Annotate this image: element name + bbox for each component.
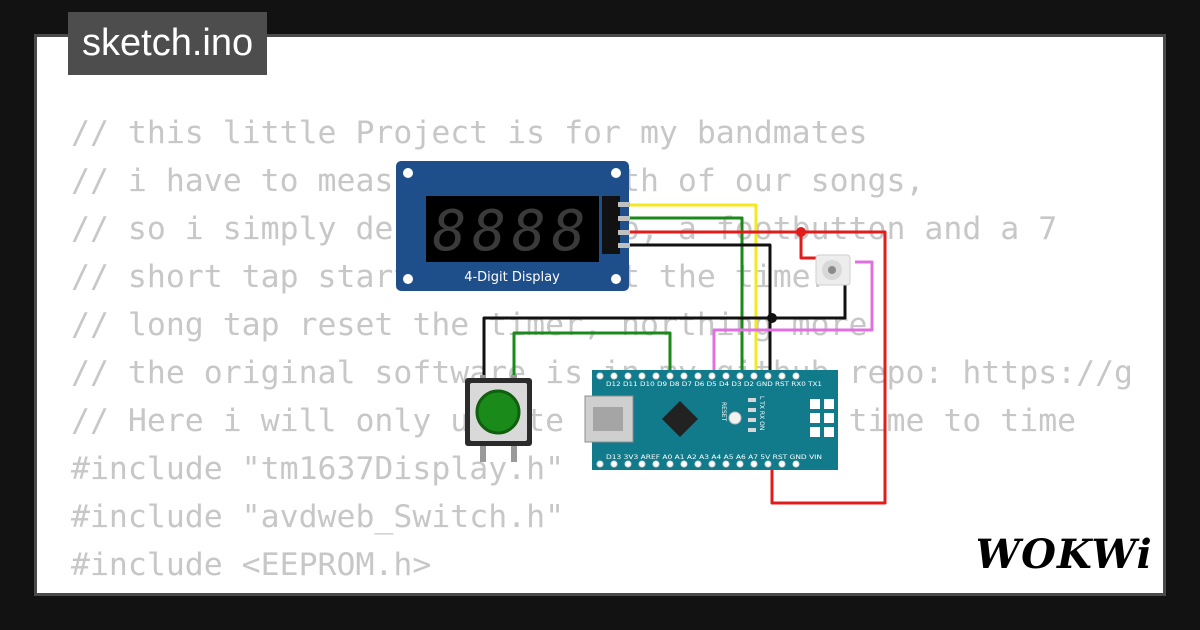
display-mount-hole [611, 168, 621, 178]
seven-segment-display[interactable]: 8888 4-Digit Display [396, 161, 630, 291]
nano-pin[interactable] [596, 460, 604, 468]
code-line: #include "avdweb_Switch.h" [71, 499, 565, 535]
nano-pin[interactable] [736, 372, 744, 380]
display-header [602, 196, 620, 254]
icsp-pin [810, 427, 820, 437]
nano-pin[interactable] [610, 372, 618, 380]
nano-pin[interactable] [666, 460, 674, 468]
nano-pin[interactable] [722, 460, 730, 468]
nano-pin[interactable] [764, 460, 772, 468]
nano-pin[interactable] [764, 372, 772, 380]
display-digits: 8888 [433, 199, 592, 264]
nano-led [748, 408, 756, 412]
nano-pin[interactable] [736, 460, 744, 468]
nano-pin[interactable] [652, 372, 660, 380]
wire-junction-black [767, 313, 777, 323]
icsp-pin [824, 413, 834, 423]
display-mount-hole [403, 168, 413, 178]
wire-black-display[interactable] [628, 243, 772, 380]
nano-pin[interactable] [652, 460, 660, 468]
wire-yellow[interactable] [628, 203, 758, 380]
nano-reset-label: RESET [720, 402, 727, 422]
wire-black-led[interactable] [482, 275, 847, 380]
nano-led [748, 428, 756, 432]
nano-pin[interactable] [680, 460, 688, 468]
nano-pin[interactable] [638, 460, 646, 468]
preview-card: // this little Project is for my bandmat… [34, 34, 1166, 596]
arduino-nano[interactable]: D12 D11 D10 D9 D8 D7 D6 D5 D4 D3 D2 GND … [584, 370, 838, 470]
nano-led [748, 418, 756, 422]
nano-pin[interactable] [750, 460, 758, 468]
wire-green-display[interactable] [628, 216, 744, 380]
nano-pin[interactable] [680, 372, 688, 380]
display-pin[interactable] [618, 230, 630, 235]
code-line: #include "tm1637Display.h" [71, 451, 565, 487]
nano-pin[interactable] [778, 460, 786, 468]
push-button[interactable] [465, 375, 532, 462]
code-line: #include <Adafruit_NeoPixel.h> [71, 589, 1135, 593]
wokwi-logo: WOKWi [978, 531, 1150, 578]
display-screen [426, 196, 599, 262]
nano-bottom-pin-labels: D13 3V3 AREF A0 A1 A2 A3 A4 A5 A6 A7 5V … [606, 454, 822, 461]
button-lead [480, 442, 486, 462]
nano-top-pin-labels: D12 D11 D10 D9 D8 D7 D6 D5 D4 D3 D2 GND … [606, 381, 822, 388]
button-cap[interactable] [475, 389, 521, 435]
wire-red-led[interactable] [799, 232, 818, 260]
icsp-pin [824, 399, 834, 409]
icsp-pin [810, 399, 820, 409]
neopixel-led[interactable] [815, 254, 851, 286]
nano-pin[interactable] [666, 372, 674, 380]
icsp-pin [824, 427, 834, 437]
nano-reset-button[interactable] [728, 411, 742, 425]
nano-chip [662, 401, 698, 437]
nano-pin[interactable] [624, 460, 632, 468]
nano-usb-socket [593, 407, 623, 431]
code-line: // this little Project is for my bandmat… [71, 115, 868, 151]
wire-green-button[interactable] [512, 331, 672, 380]
nano-pin[interactable] [792, 372, 800, 380]
code-line: // long tap reset the timer, northing mo… [71, 307, 868, 343]
nano-icsp-header [810, 399, 834, 437]
nano-pin[interactable] [624, 372, 632, 380]
nano-pin[interactable] [638, 372, 646, 380]
file-tab[interactable]: sketch.ino [68, 12, 268, 75]
nano-led-labels: L TX RX ON [758, 396, 765, 430]
nano-pin-row [596, 372, 800, 468]
display-pin[interactable] [618, 216, 630, 221]
wires [482, 203, 887, 505]
nano-pin[interactable] [708, 372, 716, 380]
wire-junction-red [796, 227, 806, 237]
wire-pink-led[interactable] [712, 260, 874, 380]
nano-pin[interactable] [792, 460, 800, 468]
nano-pin[interactable] [750, 372, 758, 380]
display-mount-hole [611, 274, 621, 284]
led-core [828, 266, 836, 274]
display-label: 4-Digit Display [464, 270, 560, 285]
nano-pin[interactable] [610, 460, 618, 468]
nano-pin[interactable] [722, 372, 730, 380]
display-pin[interactable] [618, 202, 630, 207]
nano-pin[interactable] [694, 372, 702, 380]
nano-pin[interactable] [596, 372, 604, 380]
code-line: #include <EEPROM.h> [71, 547, 432, 583]
wokwi-logo-text: WOKWi [978, 531, 1150, 578]
nano-led [748, 398, 756, 402]
button-lead [511, 442, 517, 462]
file-tab-label: sketch.ino [82, 22, 254, 64]
icsp-pin [810, 413, 820, 423]
nano-pin[interactable] [694, 460, 702, 468]
display-pin[interactable] [618, 243, 630, 248]
display-mount-hole [403, 274, 413, 284]
nano-pin[interactable] [778, 372, 786, 380]
nano-pin[interactable] [708, 460, 716, 468]
